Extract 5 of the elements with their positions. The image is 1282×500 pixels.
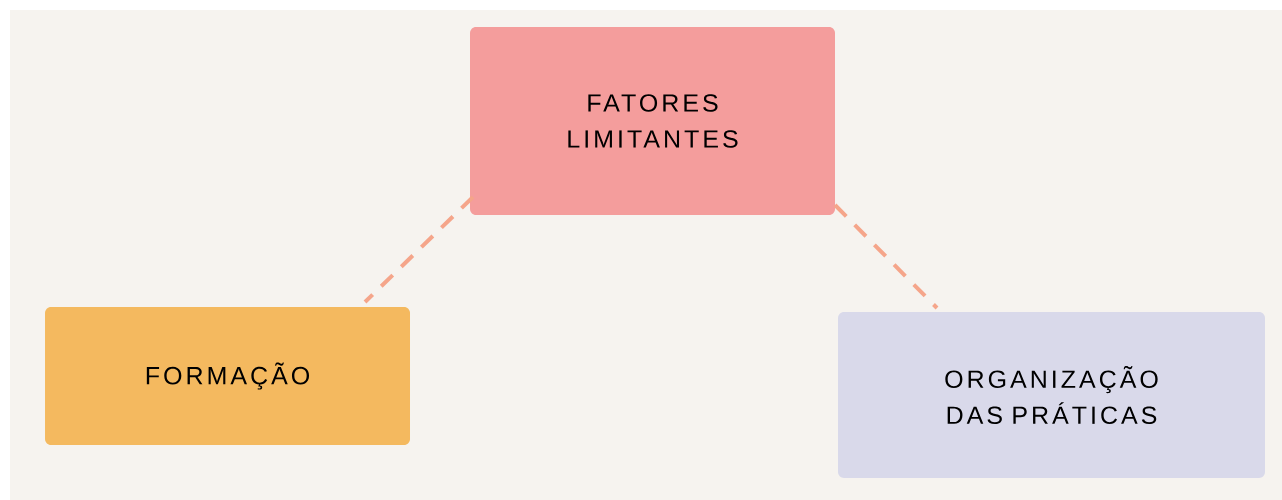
dashed-connector — [363, 195, 475, 304]
text-box: FORMAÇÃO — [45, 307, 410, 445]
text-box: ORGANIZAÇÃO DAS PRÁTICAS — [838, 312, 1265, 478]
dashed-connector — [833, 203, 939, 310]
text-box: FATORES LIMITANTES — [470, 27, 835, 215]
